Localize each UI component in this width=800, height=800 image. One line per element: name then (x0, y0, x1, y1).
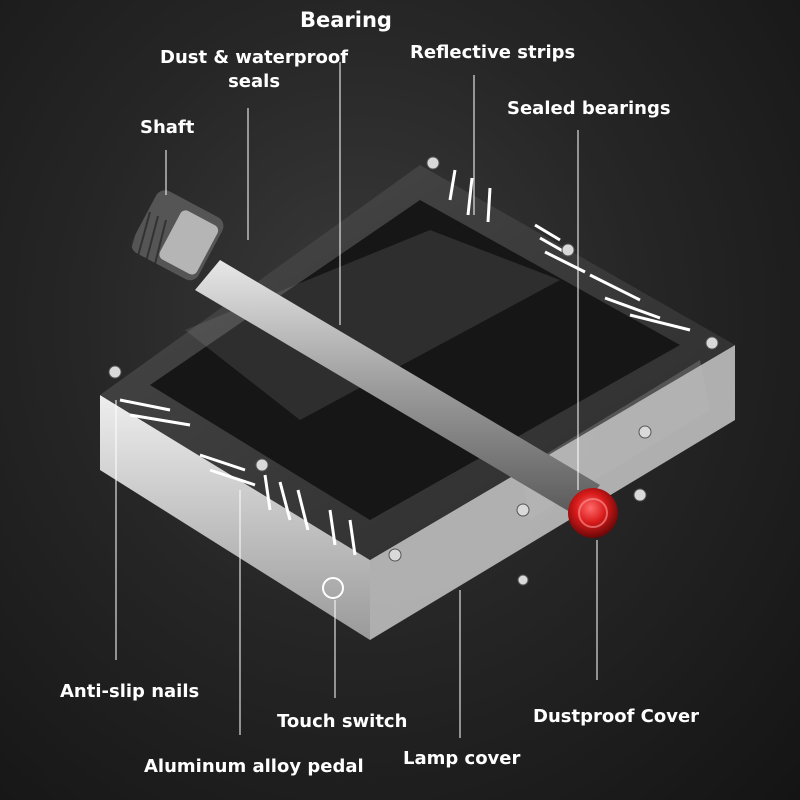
pedal-frame (100, 165, 735, 560)
dustproof-cover-label: Dustproof Cover (533, 706, 700, 727)
touch-switch-icon (322, 577, 344, 599)
callout-lines (115, 62, 598, 738)
touch-switch-label: Touch switch (277, 711, 408, 732)
anti-slip-nails-label: Anti-slip nails (60, 681, 200, 702)
dust-seals-line1: Dust & waterproof (160, 47, 349, 68)
lamp-cover-label: Lamp cover (403, 748, 521, 769)
aluminum-alloy-pedal-label: Aluminum alloy pedal (144, 756, 364, 777)
anti-slip-pins (108, 156, 719, 586)
sealed-bearings-label: Sealed bearings (507, 98, 671, 119)
reflective-strips-label: Reflective strips (410, 42, 576, 63)
red-lamp-cap (568, 488, 618, 538)
dust-seals-line2: seals (228, 71, 281, 92)
shaft (129, 190, 600, 515)
dust-waterproof-seals-label: Dust & waterproof seals (160, 46, 348, 94)
reflective-strips (119, 169, 691, 556)
bearing-label: Bearing (300, 8, 392, 32)
shaft-label: Shaft (140, 117, 195, 138)
